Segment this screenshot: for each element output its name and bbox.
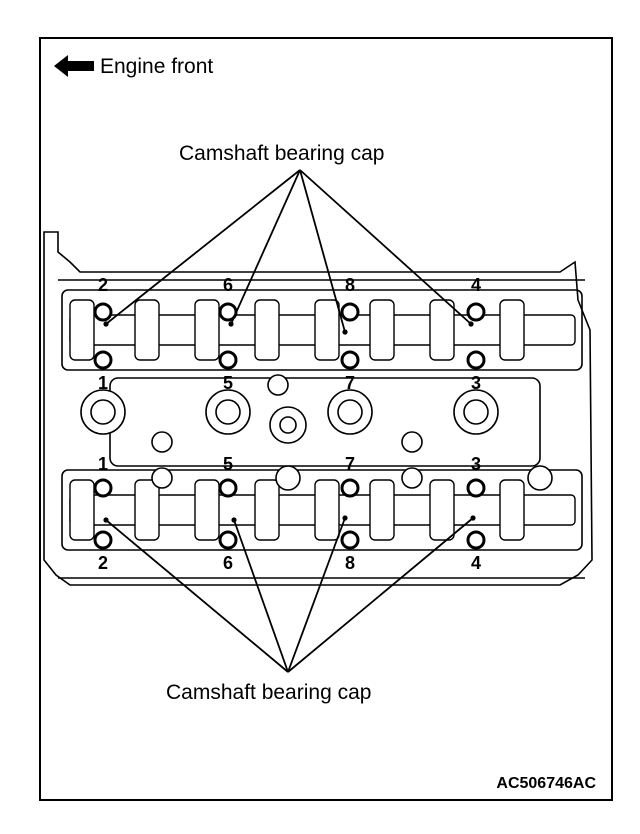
engine-front-label: Engine front [100, 55, 214, 78]
arrow-left-icon [54, 55, 94, 77]
bolt-number: 5 [222, 454, 234, 474]
bearing-cap-bolts [93, 302, 486, 550]
camshaft-bearing-cap-top-label: Camshaft bearing cap [179, 142, 385, 165]
bolt-number: 4 [470, 275, 482, 295]
leader-lines [105, 169, 474, 673]
bolt-number: 7 [344, 454, 356, 474]
cylinder-head-outline [43, 231, 593, 586]
bolt-number: 8 [344, 275, 356, 295]
bolt-number: 3 [470, 454, 482, 474]
bolt-number: 5 [222, 373, 234, 393]
bolt-number: 1 [97, 373, 109, 393]
bolt-number: 7 [344, 373, 356, 393]
spark-plug-wells [80, 374, 553, 491]
bolt-number: 2 [97, 275, 109, 295]
bolt-number: 4 [470, 553, 482, 573]
bolt-number: 8 [344, 553, 356, 573]
camshaft-bearing-cap-bottom-label: Camshaft bearing cap [166, 681, 372, 704]
diagram-frame [39, 37, 613, 801]
bolt-number: 2 [97, 553, 109, 573]
bolt-number: 3 [470, 373, 482, 393]
cam-lobes [69, 299, 525, 541]
figure-code: AC506746AC [496, 775, 596, 792]
bolt-number: 6 [222, 553, 234, 573]
bolt-number: 1 [97, 454, 109, 474]
bolt-number: 6 [222, 275, 234, 295]
